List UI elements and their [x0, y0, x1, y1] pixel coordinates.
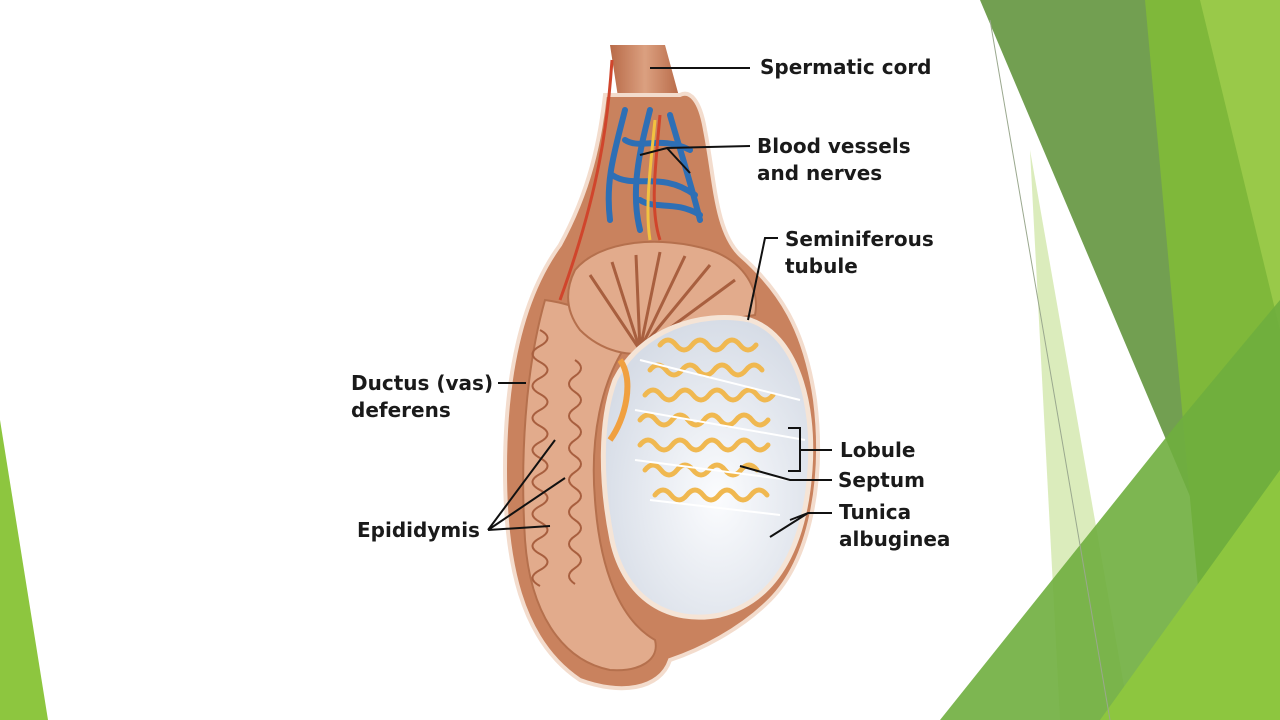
epididymis-band	[522, 298, 657, 672]
leader-lines	[487, 67, 832, 538]
label-seminiferous-line1: Seminiferous	[785, 227, 934, 251]
label-lobule: Lobule	[840, 437, 915, 464]
nerve-line	[646, 119, 657, 241]
label-septum: Septum	[838, 467, 925, 494]
label-epididymis-text: Epididymis	[357, 518, 480, 542]
label-ductus-deferens: Ductus (vas) deferens	[351, 370, 493, 424]
label-tunica-line1: Tunica	[839, 500, 912, 524]
arteries	[558, 59, 662, 301]
deco-left-triangle	[0, 420, 48, 720]
leader-seminiferous	[747, 237, 778, 321]
label-epididymis: Epididymis	[357, 517, 480, 544]
deco-triangle-lower	[1100, 470, 1280, 720]
deco-triangle-dark	[980, 0, 1200, 520]
testis-illustration	[502, 45, 820, 691]
label-septum-text: Septum	[838, 468, 925, 492]
label-ductus-line2: deferens	[351, 398, 451, 422]
label-blood-vessels: Blood vessels and nerves	[757, 133, 911, 187]
deco-triangle-lime	[1200, 0, 1280, 330]
label-ductus-line1: Ductus (vas)	[351, 371, 494, 395]
leader-septum	[739, 465, 832, 481]
leader-lobule	[788, 427, 832, 472]
label-blood-vessels-line1: Blood vessels	[757, 134, 911, 158]
label-seminiferous-line2: tubule	[785, 254, 858, 278]
rete-testis	[607, 358, 631, 442]
leader-blood-vessels	[639, 145, 751, 174]
testis-body	[600, 315, 814, 620]
label-tunica-albuginea: Tunica albuginea	[839, 499, 950, 553]
septa	[634, 359, 806, 516]
leader-tunica	[769, 512, 832, 538]
leader-epididymis	[487, 439, 566, 531]
label-blood-vessels-line2: and nerves	[757, 161, 883, 185]
label-lobule-text: Lobule	[840, 438, 916, 462]
label-spermatic-cord-text: Spermatic cord	[760, 55, 932, 79]
epididymis-coils	[531, 329, 582, 587]
deco-line	[989, 19, 1111, 720]
label-tunica-line2: albuginea	[839, 527, 951, 551]
label-spermatic-cord: Spermatic cord	[760, 54, 932, 81]
seminiferous-tubules	[637, 337, 776, 503]
label-seminiferous-tubule: Seminiferous tubule	[785, 226, 934, 280]
